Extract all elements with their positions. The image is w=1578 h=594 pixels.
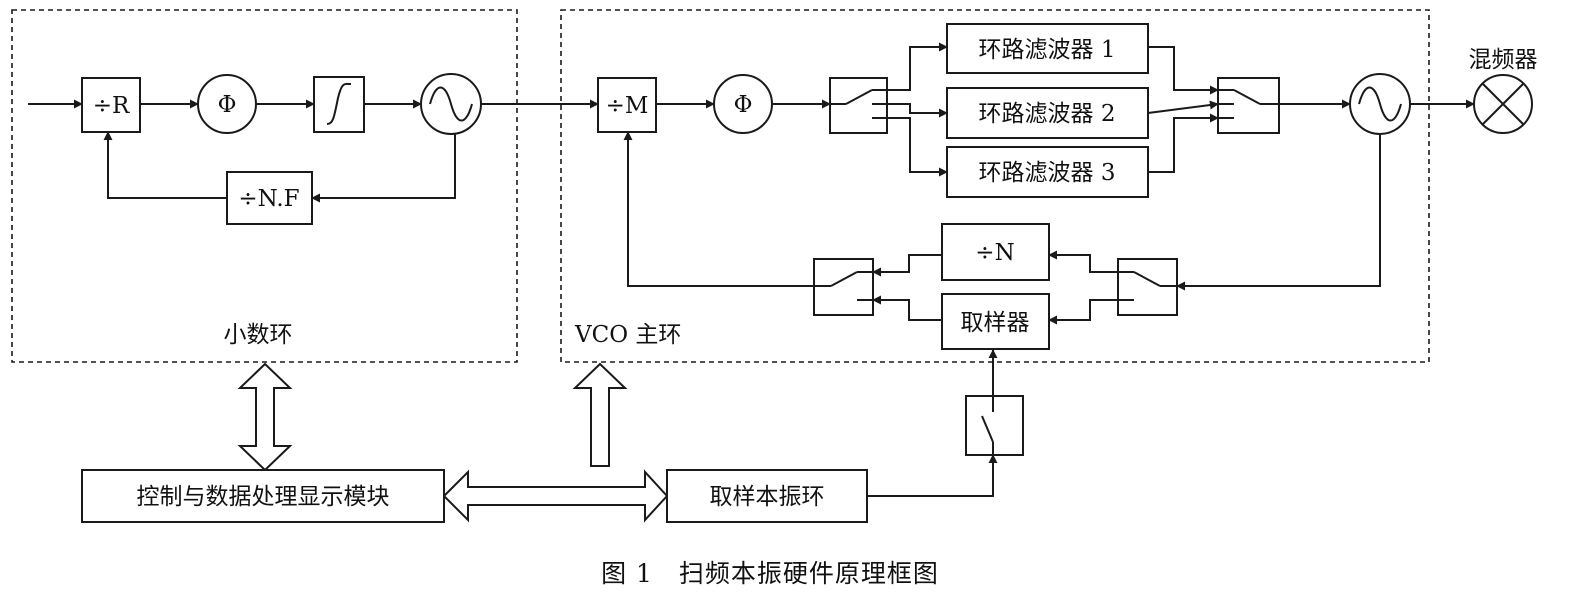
- control-module-label: 控制与数据处理显示模块: [137, 484, 390, 510]
- vco-main-loop-region: [560, 9, 1430, 363]
- vco-2: [1349, 73, 1411, 135]
- bus-arrow-main-loop: [572, 362, 628, 467]
- vco-main-loop-label: VCO 主环: [574, 322, 681, 348]
- sine-wave-icon: [429, 86, 473, 122]
- bus-arrow-fractional-loop: [237, 362, 293, 472]
- div-n-block: ÷N: [941, 223, 1050, 281]
- sampler-block: 取样器: [941, 293, 1050, 350]
- loop-filter-3: 环路滤波器 3: [946, 146, 1149, 198]
- loop-filter-2: 环路滤波器 2: [946, 87, 1149, 139]
- div-r-block: ÷R: [81, 77, 141, 133]
- fractional-loop-region: [11, 9, 518, 363]
- div-m-label: ÷M: [606, 93, 649, 119]
- switch-blade-icon: [830, 271, 858, 287]
- switch-blade-icon: [1133, 271, 1161, 287]
- figure-caption: 图 1 扫频本振硬件原理框图: [601, 559, 939, 588]
- phase-detector-2-label: Φ: [734, 92, 753, 118]
- vco-1: [420, 73, 482, 135]
- div-nf-block: ÷N.F: [226, 171, 313, 225]
- div-n-label: ÷N: [975, 240, 1014, 266]
- integrator-filter-block: [313, 76, 365, 133]
- feedback-selector-switch: [1117, 258, 1178, 316]
- switch-blade-icon: [981, 415, 994, 443]
- sampling-lo-loop-block: 取样本振环: [666, 469, 868, 523]
- control-module-block: 控制与数据处理显示模块: [81, 469, 445, 523]
- filter-combiner-switch: [1217, 77, 1280, 134]
- loop-filter-2-label: 环路滤波器 2: [979, 101, 1116, 127]
- div-m-block: ÷M: [597, 77, 657, 133]
- sampling-lo-loop-label: 取样本振环: [710, 484, 825, 510]
- loop-filter-1: 环路滤波器 1: [946, 23, 1149, 74]
- divider-sampler-selector-switch: [813, 258, 874, 316]
- switch-blade-icon: [845, 89, 873, 105]
- div-r-label: ÷R: [93, 93, 130, 119]
- phase-detector-1-label: Φ: [218, 92, 237, 118]
- sampler-label: 取样器: [961, 310, 1030, 336]
- sampling-switch: [965, 395, 1024, 456]
- sine-wave-icon: [1358, 86, 1402, 122]
- phase-detector-2: Φ: [713, 74, 773, 134]
- integral-icon: [326, 82, 352, 125]
- mixer-label: 混频器: [1469, 47, 1538, 73]
- mixer: [1473, 74, 1533, 134]
- switch-blade-icon: [1233, 89, 1261, 105]
- loop-filter-1-label: 环路滤波器 1: [979, 37, 1116, 63]
- fractional-loop-label: 小数环: [224, 322, 293, 348]
- loop-filter-3-label: 环路滤波器 3: [979, 160, 1116, 186]
- bus-arrow-control-to-sampling: [442, 469, 669, 523]
- div-nf-label: ÷N.F: [238, 186, 299, 212]
- filter-selector-switch: [829, 77, 888, 134]
- phase-detector-1: Φ: [197, 74, 257, 134]
